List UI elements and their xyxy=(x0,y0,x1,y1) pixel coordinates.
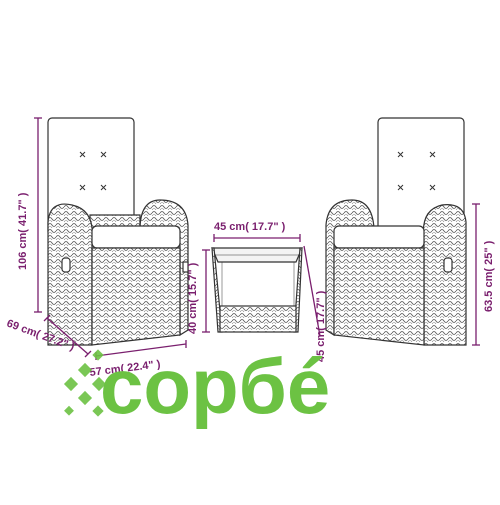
right-chair-base xyxy=(333,247,425,346)
left-chair-recline-lever xyxy=(61,257,71,273)
right-chair-seat-cushion xyxy=(333,225,425,249)
brand-watermark: сорбé xyxy=(63,342,330,430)
right-chair-recline-lever xyxy=(443,257,453,273)
left-chair-seat-cushion xyxy=(91,225,181,249)
table-shelf xyxy=(219,305,297,333)
chair-seat-height-label: 63.5 cm( 25" ) xyxy=(483,240,495,312)
table-width-label: 45 cm( 17.7" ) xyxy=(214,221,286,233)
right-chair-right-arm xyxy=(422,204,467,346)
right-chair-tufting xyxy=(397,151,436,191)
left-chair-tufting xyxy=(79,151,107,191)
side-table xyxy=(211,247,303,333)
left-chair xyxy=(47,117,189,346)
dimension-lines xyxy=(34,117,480,360)
left-chair-base xyxy=(91,247,181,346)
brand-name: сорбé xyxy=(100,342,330,430)
table-height-label: 40 cm( 15.7" ) xyxy=(187,262,199,334)
brand-logo-mark xyxy=(63,349,107,417)
right-chair xyxy=(325,117,467,346)
chair-height-label: 106 cm( 41.7" ) xyxy=(17,192,29,270)
table-depth-label: 45 cm( 17.7" ) xyxy=(315,290,327,362)
